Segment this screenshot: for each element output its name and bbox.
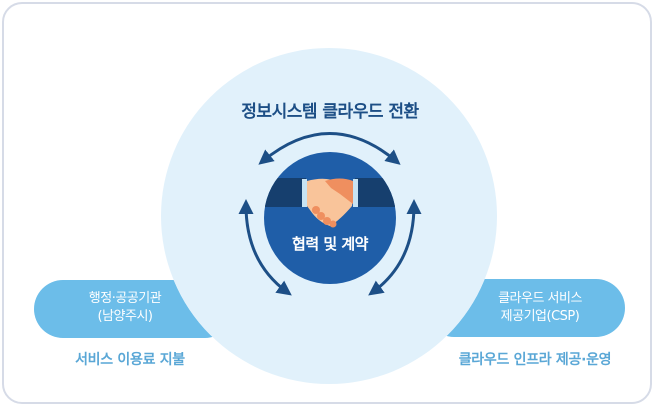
- left-bidirectional-arrow: [238, 199, 292, 296]
- right-bidirectional-arrow: [368, 199, 422, 296]
- right-party-name: 클라우드 서비스 제공기업(CSP): [470, 290, 610, 326]
- top-bidirectional-arrow: [258, 132, 401, 165]
- diagram-title: 정보시스템 클라우드 전환: [241, 102, 419, 122]
- center-label: 협력 및 계약: [292, 235, 368, 253]
- left-party-role: 서비스 이용료 지불: [75, 352, 185, 368]
- left-party-line2: (남양주시): [97, 309, 153, 324]
- right-party-role: 클라우드 인프라 제공·운영: [458, 352, 612, 368]
- right-party-line2: 제공기업(CSP): [500, 309, 580, 324]
- right-party-line1: 클라우드 서비스: [498, 291, 582, 306]
- left-party-line1: 행정·공공기관: [88, 291, 162, 306]
- left-party-name: 행정·공공기관 (남양주시): [60, 290, 190, 326]
